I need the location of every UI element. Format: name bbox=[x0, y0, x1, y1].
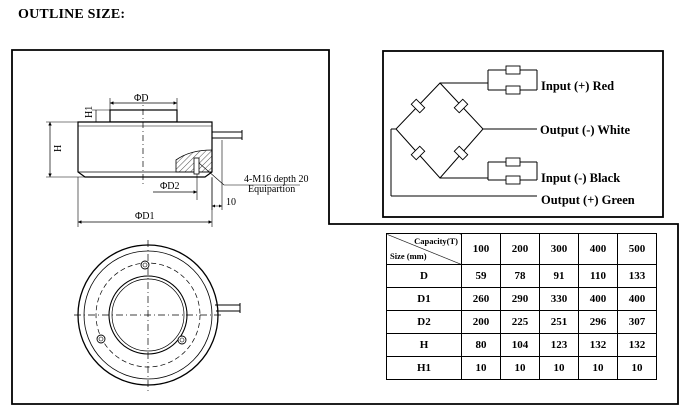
label-phi-d2: ΦD2 bbox=[160, 181, 180, 192]
table-corner: Capacity(T) Size (mm) bbox=[386, 233, 462, 265]
table-cell: 10 bbox=[617, 356, 657, 380]
row-label: D2 bbox=[386, 310, 462, 334]
thread-note-2: Equipartion bbox=[248, 184, 295, 195]
cap-header: 300 bbox=[539, 233, 579, 265]
table-cell: 133 bbox=[617, 264, 657, 288]
row-label: D1 bbox=[386, 287, 462, 311]
label-phi-d1: ΦD1 bbox=[135, 211, 155, 222]
row-label: H bbox=[386, 333, 462, 357]
cap-header: 500 bbox=[617, 233, 657, 265]
label-h: H bbox=[53, 145, 64, 152]
table-cell: 10 bbox=[578, 356, 618, 380]
table-cell: 400 bbox=[578, 287, 618, 311]
row-label: H1 bbox=[386, 356, 462, 380]
table-row: H1 10 10 10 10 10 bbox=[386, 356, 657, 380]
table-cell: 330 bbox=[539, 287, 579, 311]
table-cell: 290 bbox=[500, 287, 540, 311]
table-cell: 123 bbox=[539, 333, 579, 357]
table-row: D2 200 225 251 296 307 bbox=[386, 310, 657, 334]
table-row: H 80 104 123 132 132 bbox=[386, 333, 657, 357]
cap-header: 100 bbox=[461, 233, 501, 265]
table-cell: 78 bbox=[500, 264, 540, 288]
top-view bbox=[74, 240, 241, 392]
table-cell: 251 bbox=[539, 310, 579, 334]
table-cell: 225 bbox=[500, 310, 540, 334]
label-h1: H1 bbox=[84, 106, 95, 118]
table-cell: 307 bbox=[617, 310, 657, 334]
row-label: D bbox=[386, 264, 462, 288]
side-view: ΦD H1 H ΦD2 4-M16 depth 20 Equipartion 1… bbox=[46, 93, 308, 227]
label-phi-d: ΦD bbox=[134, 93, 149, 104]
wire-output-neg-label: Output (-) White bbox=[540, 123, 631, 137]
corner-size: Size (mm) bbox=[390, 251, 427, 261]
wire-input-neg-label: Input (-) Black bbox=[541, 171, 620, 185]
cap-header: 400 bbox=[578, 233, 618, 265]
table-cell: 200 bbox=[461, 310, 501, 334]
table-row: D 59 78 91 110 133 bbox=[386, 264, 657, 288]
corner-capacity: Capacity(T) bbox=[414, 236, 458, 246]
page-title: OUTLINE SIZE: bbox=[18, 7, 126, 22]
bolt-holes bbox=[96, 260, 187, 345]
table-cell: 400 bbox=[617, 287, 657, 311]
table-cell: 10 bbox=[500, 356, 540, 380]
capacity-table: Capacity(T) Size (mm) 100 200 300 400 50… bbox=[386, 233, 657, 380]
table-cell: 132 bbox=[578, 333, 618, 357]
drawing-frame bbox=[11, 49, 679, 405]
table-cell: 10 bbox=[461, 356, 501, 380]
table-cell: 296 bbox=[578, 310, 618, 334]
cap-header: 200 bbox=[500, 233, 540, 265]
table-cell: 80 bbox=[461, 333, 501, 357]
table-row: D1 260 290 330 400 400 bbox=[386, 287, 657, 311]
wire-input-pos-label: Input (+) Red bbox=[541, 79, 614, 93]
table-cell: 132 bbox=[617, 333, 657, 357]
wire-output-pos-label: Output (+) Green bbox=[541, 193, 635, 207]
table-cell: 91 bbox=[539, 264, 579, 288]
table-cell: 110 bbox=[578, 264, 618, 288]
table-cell: 260 bbox=[461, 287, 501, 311]
table-cell: 10 bbox=[539, 356, 579, 380]
table-cell: 104 bbox=[500, 333, 540, 357]
label-10: 10 bbox=[226, 197, 236, 208]
table-cell: 59 bbox=[461, 264, 501, 288]
thread-note: 4-M16 depth 20 bbox=[244, 174, 308, 185]
wiring-diagram: Input (+) Red Output (-) White Input (-)… bbox=[382, 50, 664, 218]
